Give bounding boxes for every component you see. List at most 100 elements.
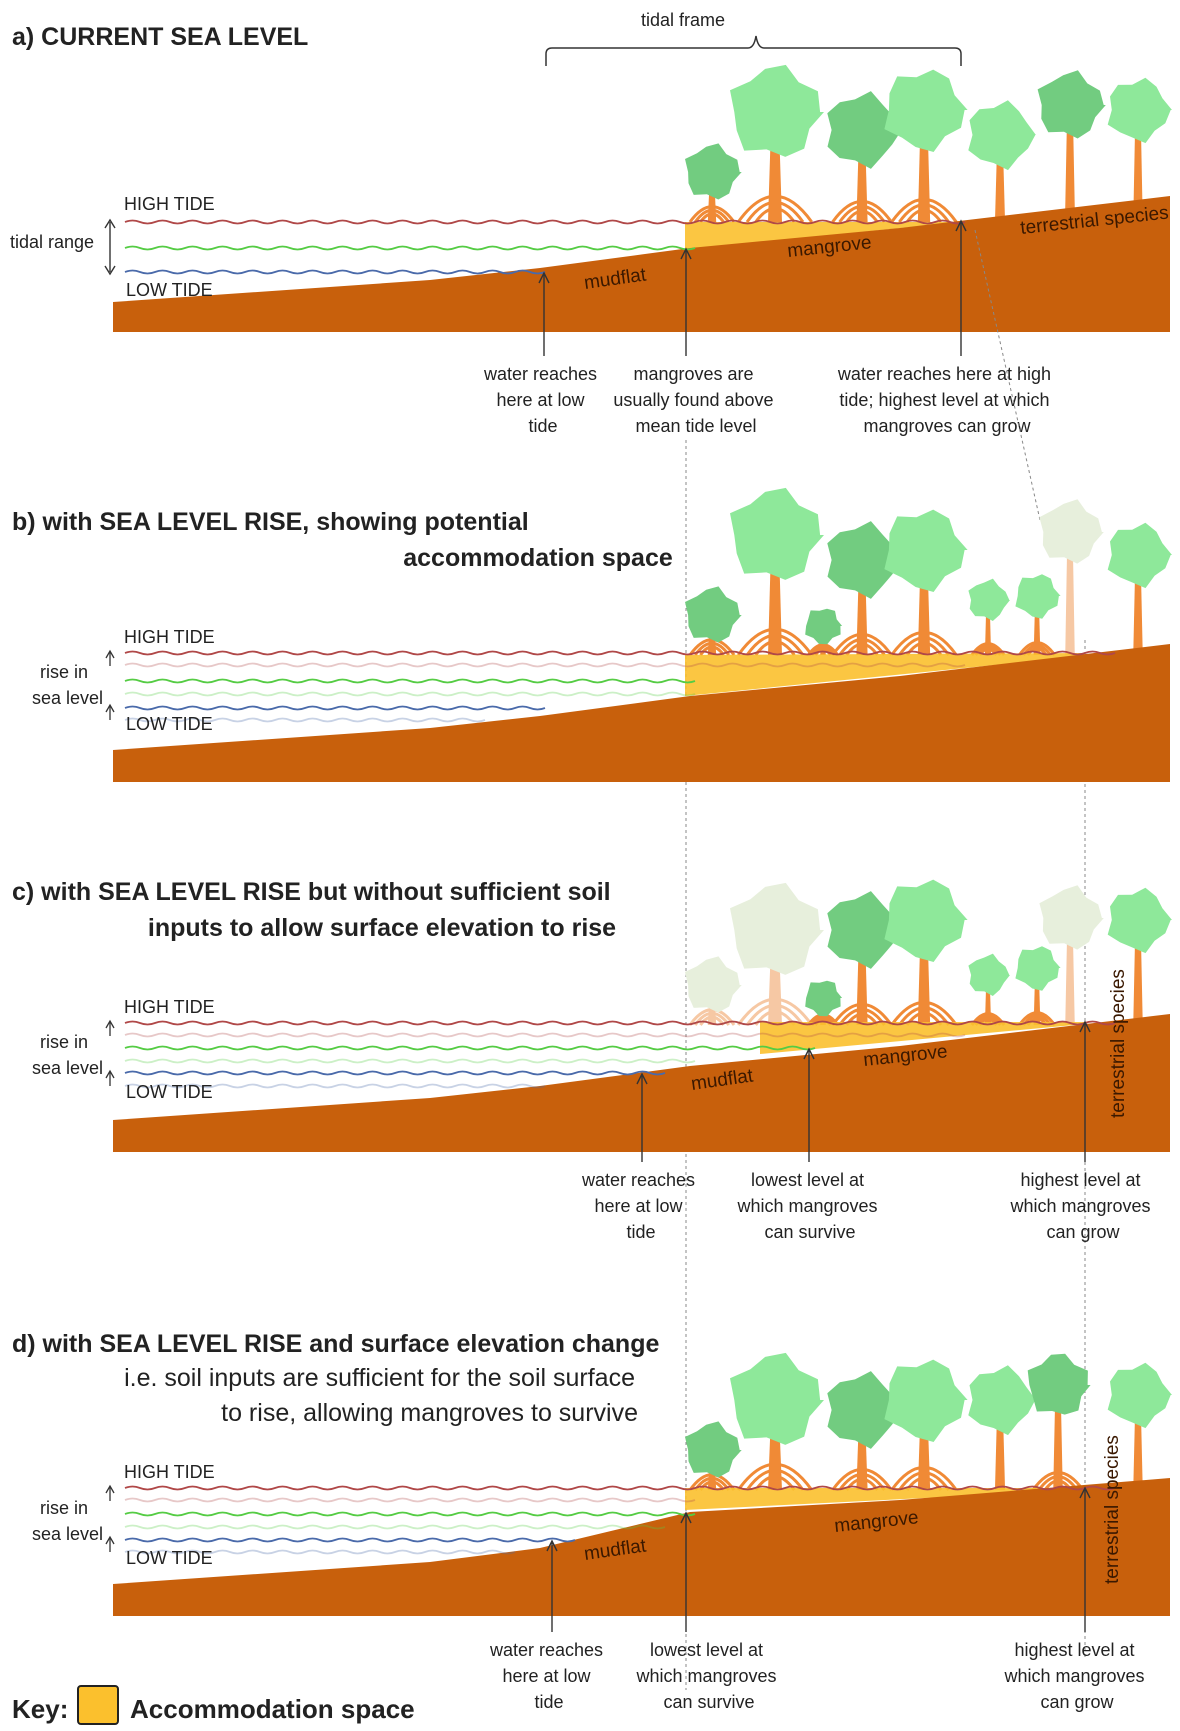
tree-canopy bbox=[1039, 499, 1104, 564]
tree-canopy bbox=[1107, 522, 1172, 589]
mean-tide-line bbox=[124, 245, 696, 251]
tree-canopy bbox=[805, 608, 843, 645]
tree-canopy bbox=[1027, 1353, 1091, 1415]
panel-c: c) with SEA LEVEL RISE but without suffi… bbox=[12, 878, 1172, 1242]
tree-canopy bbox=[1037, 70, 1106, 139]
panel-d-subtitle-1: i.e. soil inputs are sufficient for the … bbox=[124, 1364, 635, 1392]
prop-roots bbox=[890, 197, 958, 223]
annotation-mean-tide: mangroves are usually found above mean t… bbox=[613, 364, 778, 436]
annotation-lowest-level: lowest level at which mangroves can surv… bbox=[635, 1640, 781, 1712]
panel-c-accommodation-space bbox=[760, 1022, 1085, 1054]
low-tide-line bbox=[124, 1070, 666, 1076]
old-mean-tide-line bbox=[124, 1524, 666, 1530]
prop-roots bbox=[831, 199, 893, 223]
tree-canopy bbox=[730, 1352, 824, 1445]
panel-d-trees bbox=[685, 1352, 1172, 1491]
old-mean-tide-line bbox=[124, 691, 696, 697]
panel-a-annotation-arrows bbox=[538, 219, 967, 356]
tree-trunk bbox=[1065, 545, 1075, 655]
sea-level-rise-arrows bbox=[105, 1484, 115, 1552]
key-swatch bbox=[77, 1685, 119, 1725]
tree-canopy bbox=[685, 956, 742, 1013]
tree-trunk bbox=[1133, 933, 1143, 1025]
annotation-low-tide: water reaches here at low tide bbox=[489, 1640, 608, 1712]
annotation-high-tide: water reaches here at high tide; highest… bbox=[837, 364, 1056, 436]
tree-canopy bbox=[884, 1359, 968, 1442]
tree-trunk bbox=[994, 1414, 1006, 1490]
annotation-highest-level: highest level at which mangroves can gro… bbox=[1003, 1640, 1149, 1712]
old-low-tide-line bbox=[124, 1549, 516, 1555]
tree-canopy bbox=[730, 882, 824, 975]
tree-canopy bbox=[805, 980, 843, 1017]
tree-canopy bbox=[827, 1371, 902, 1449]
terrestrial-species-label: terrestrial species bbox=[1108, 969, 1129, 1118]
old-low-tide-line bbox=[124, 1083, 546, 1089]
tree-canopy bbox=[827, 521, 902, 599]
panel-b-subtitle: accommodation space bbox=[403, 544, 673, 572]
low-tide-label: LOW TIDE bbox=[126, 714, 213, 734]
tree-canopy bbox=[1039, 885, 1104, 950]
tree-trunk bbox=[994, 149, 1006, 222]
panel-b-soil bbox=[113, 644, 1170, 782]
key-label: Key: bbox=[12, 1694, 68, 1724]
tidal-range-arrowheads bbox=[104, 218, 116, 276]
tidal-frame-label: tidal frame bbox=[641, 10, 725, 30]
rise-in-sea-level-label: rise in sea level bbox=[32, 1498, 103, 1544]
high-tide-label: HIGH TIDE bbox=[124, 1462, 215, 1482]
high-tide-label: HIGH TIDE bbox=[124, 627, 215, 647]
panel-b-trees bbox=[685, 487, 1172, 656]
high-tide-line bbox=[124, 650, 1116, 656]
tree-canopy bbox=[685, 143, 742, 200]
tree-canopy bbox=[685, 1421, 742, 1478]
panel-a-soil bbox=[113, 196, 1170, 332]
low-tide-label: LOW TIDE bbox=[126, 1082, 213, 1102]
low-tide-line bbox=[124, 269, 546, 275]
high-tide-line bbox=[124, 1020, 1116, 1026]
panel-d-title: d) with SEA LEVEL RISE and surface eleva… bbox=[12, 1330, 659, 1358]
tree-canopy bbox=[730, 487, 824, 580]
panel-c-title: c) with SEA LEVEL RISE but without suffi… bbox=[12, 878, 611, 906]
tree-trunk bbox=[768, 132, 782, 222]
tree-canopy bbox=[884, 879, 968, 962]
panel-a: a) CURRENT SEA LEVEL tidal frame HIGH TI… bbox=[10, 10, 1172, 436]
tree-canopy bbox=[1015, 946, 1061, 991]
tree-trunk bbox=[1053, 1398, 1063, 1490]
old-high-tide-line bbox=[124, 1032, 966, 1038]
tree-canopy bbox=[884, 509, 968, 592]
old-high-tide-line bbox=[124, 662, 966, 668]
tree-canopy bbox=[1107, 1362, 1172, 1429]
rise-in-sea-level-label: rise in sea level bbox=[32, 1032, 103, 1078]
tree-canopy bbox=[884, 69, 968, 152]
panel-c-annotation-arrows bbox=[636, 1020, 1091, 1162]
tree-canopy bbox=[1107, 887, 1172, 954]
annotation-low-tide: water reaches here at low tide bbox=[483, 364, 602, 436]
tree-canopy bbox=[827, 91, 902, 169]
terrestrial-species-label: terrestrial species bbox=[1102, 1435, 1123, 1584]
panel-d-annotation-arrows bbox=[546, 1486, 1091, 1632]
annotation-lowest-level: lowest level at which mangroves can surv… bbox=[736, 1170, 882, 1242]
high-tide-label: HIGH TIDE bbox=[124, 194, 215, 214]
tree-canopy bbox=[685, 586, 742, 643]
low-tide-line bbox=[124, 705, 546, 711]
low-tide-line bbox=[124, 1537, 576, 1543]
tree-trunk bbox=[1064, 119, 1076, 222]
rise-in-sea-level-label: rise in sea level bbox=[32, 662, 103, 708]
low-tide-label: LOW TIDE bbox=[126, 1548, 213, 1568]
old-mean-tide-line bbox=[124, 1058, 696, 1064]
prop-roots bbox=[737, 194, 813, 223]
high-tide-line bbox=[124, 1485, 1116, 1491]
panel-d: d) with SEA LEVEL RISE and surface eleva… bbox=[12, 1330, 1172, 1712]
tree-canopy bbox=[968, 100, 1036, 171]
annotation-highest-level: highest level at which mangroves can gro… bbox=[1009, 1170, 1155, 1242]
tree-trunk bbox=[1065, 931, 1075, 1025]
old-high-tide-line bbox=[124, 1497, 696, 1503]
key-item-label: Accommodation space bbox=[130, 1694, 415, 1724]
tree-trunk bbox=[1133, 123, 1143, 222]
mean-tide-line bbox=[124, 1045, 816, 1051]
panel-b: b) with SEA LEVEL RISE, showing potentia… bbox=[12, 487, 1172, 782]
tree-canopy bbox=[827, 891, 902, 969]
panel-d-soil bbox=[113, 1478, 1170, 1616]
sea-level-rise-arrows bbox=[105, 649, 115, 720]
